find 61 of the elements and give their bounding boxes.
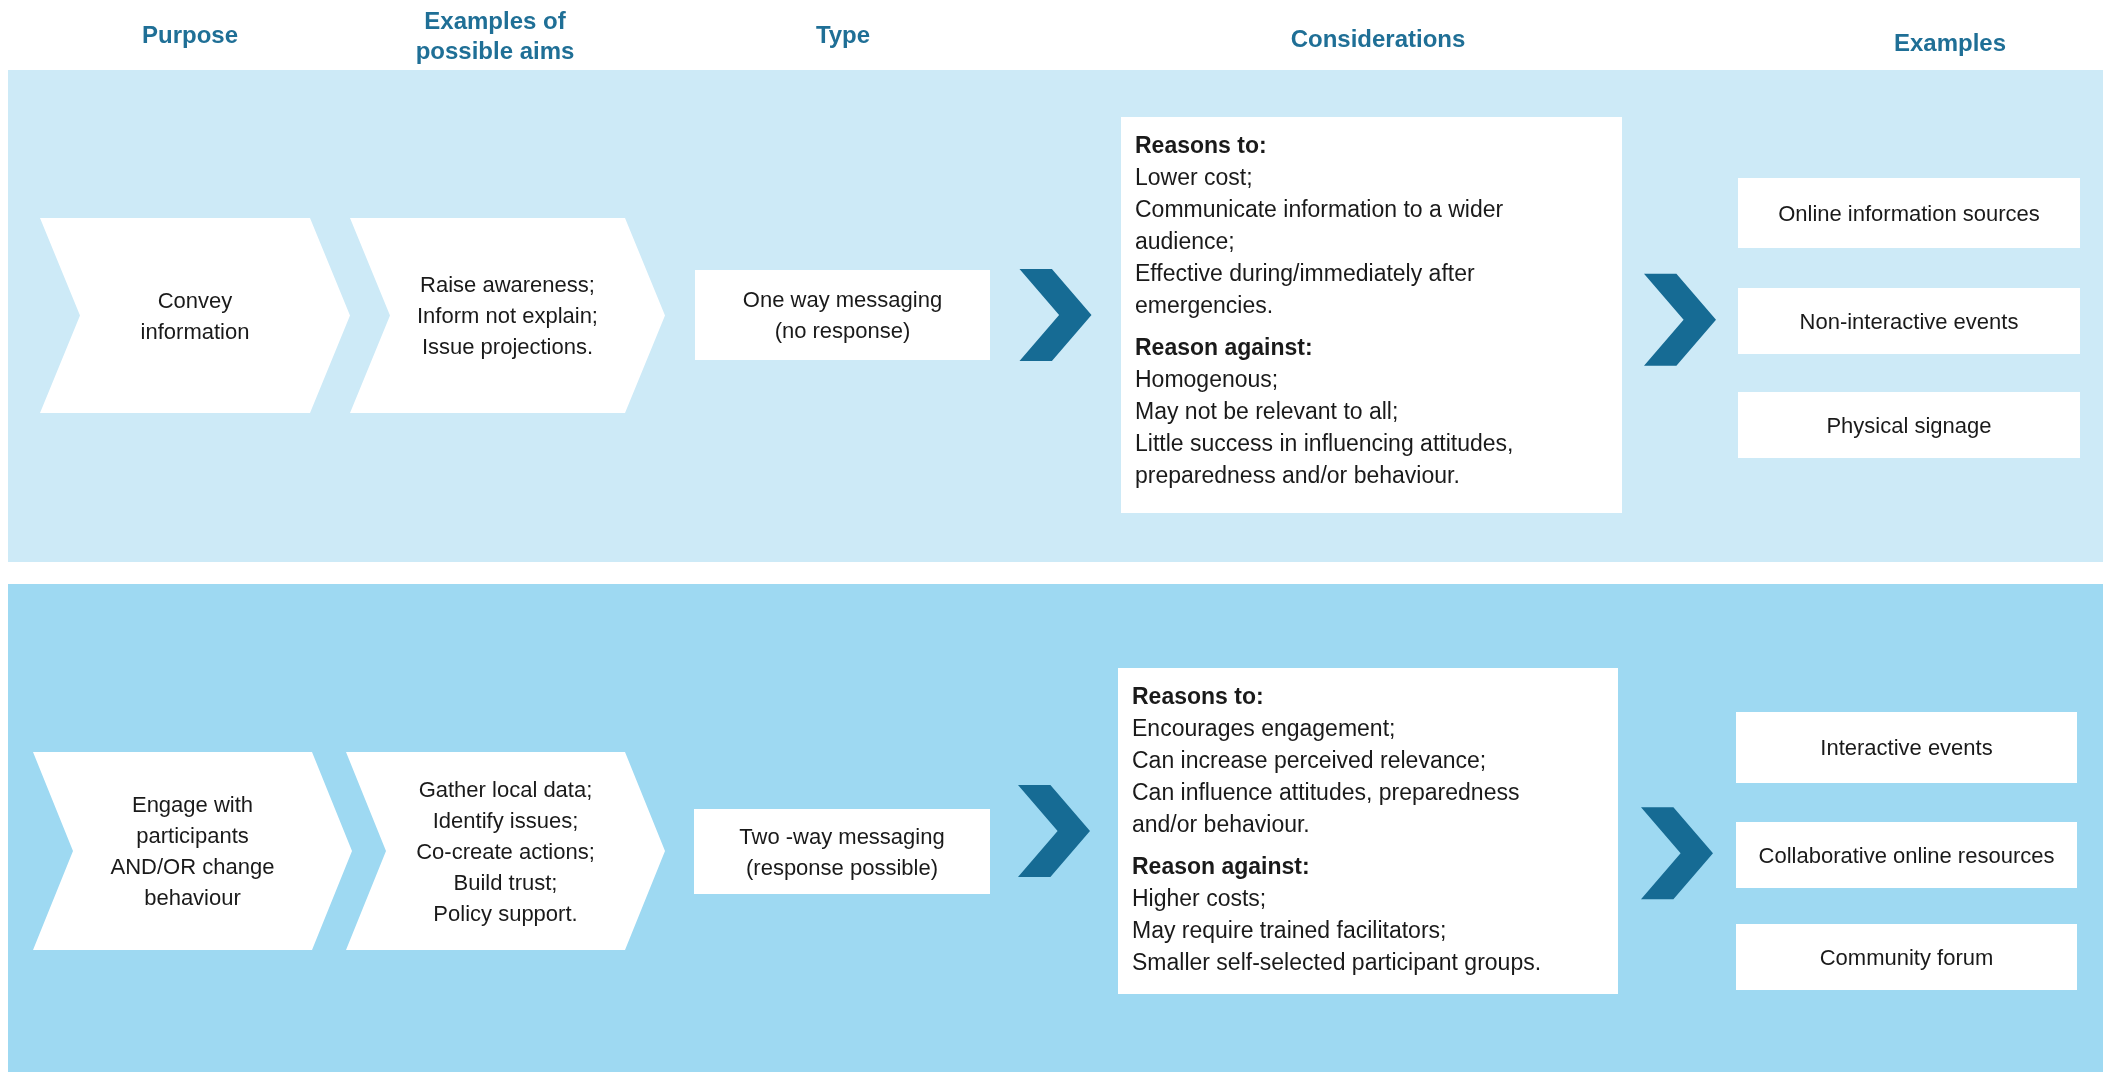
node-text: (no response) (774, 318, 911, 343)
node-text: Communicate information to a wider audience; (1135, 196, 1504, 254)
text-box (1736, 712, 2077, 783)
chevron-arrow (1019, 269, 1092, 361)
text-box (1736, 924, 2077, 990)
node-text: Build trust; (453, 869, 558, 895)
chevron-arrow (1641, 807, 1713, 900)
node-text: May not be relevant to all; (1135, 398, 1399, 424)
background-band (8, 584, 2103, 1072)
node-text: Higher costs; (1132, 885, 1267, 911)
column-header: Purpose (141, 20, 239, 50)
node-text: Non-interactive events (1799, 308, 2019, 334)
node-text: Identify issues; (432, 807, 579, 833)
text-box (1738, 178, 2080, 248)
node-text: Policy support. (433, 900, 578, 926)
node-text: (response possible) (746, 854, 938, 880)
text-box (1738, 392, 2080, 458)
node-text: Encourages engagement; (1132, 715, 1396, 741)
node-text: Issue projections. (421, 334, 594, 359)
text-box (1118, 668, 1618, 994)
chevron-arrow (1018, 785, 1090, 877)
node-text: Community forum (1819, 944, 1994, 970)
chevron-arrow (1644, 273, 1716, 366)
node-text: Interactive events (1820, 735, 1993, 760)
text-box (1738, 288, 2080, 354)
column-header: Examples (1892, 28, 2008, 58)
chevron-shape (350, 218, 665, 413)
node-text: Can increase perceived relevance; (1132, 747, 1487, 773)
node-text: Little success in influencing attitudes, preparedness and/or behaviour. (1135, 430, 1514, 488)
column-header: Considerations (1289, 24, 1467, 54)
node-text: Convey information (140, 287, 250, 344)
chevron-shape (346, 752, 665, 950)
heading-text: Reasons to: (1135, 132, 1267, 158)
text-box (694, 809, 990, 894)
node-text: One way messaging (742, 287, 943, 312)
node-text: Homogenous; (1135, 366, 1279, 392)
chevron-shape (40, 218, 350, 413)
chevron-shape (33, 752, 352, 950)
node-text: Collaborative online resources (1758, 842, 2055, 868)
heading-text: Reason against: (1132, 853, 1310, 879)
node-text: Lower cost; (1135, 164, 1253, 190)
node-text: Two -way messaging (739, 823, 945, 849)
column-header: Examples of possible aims (414, 6, 576, 66)
node-text: Raise awareness; (420, 272, 595, 297)
heading-text: Reasons to: (1132, 683, 1264, 709)
text-box (1736, 822, 2077, 888)
node-text: May require trained facilitators; (1132, 917, 1447, 943)
heading-text: Reason against: (1135, 334, 1313, 360)
text-box (1121, 117, 1622, 513)
node-text: Co-create actions; (416, 838, 595, 864)
node-text: Smaller self-selected participant groups. (1132, 949, 1542, 975)
node-text: Online information sources (1778, 200, 2040, 226)
node-text: Inform not explain; (417, 303, 598, 328)
node-text: Physical signage (1826, 412, 1992, 438)
column-header: Type (814, 20, 872, 50)
node-text: Gather local data; (418, 776, 593, 802)
background-band (8, 70, 2103, 562)
node-text: Effective during/immediately after emergencies. (1135, 260, 1475, 318)
node-text: Can influence attitudes, preparedness and/or behaviour. (1132, 779, 1520, 837)
text-box (695, 270, 990, 360)
node-text: Engage with participants AND/OR change behaviour (110, 792, 275, 910)
